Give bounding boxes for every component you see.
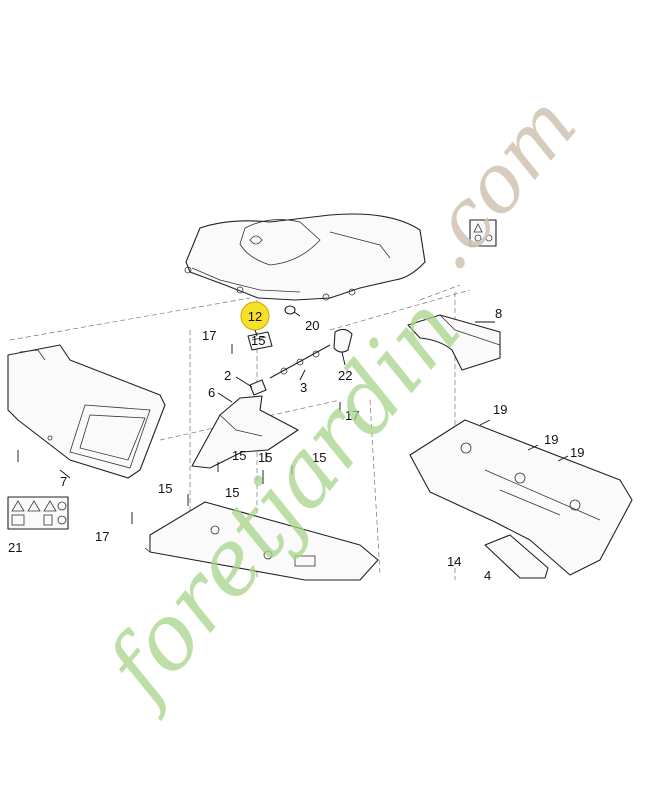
label-19c: 19 xyxy=(570,445,584,460)
label-15b: 15 xyxy=(232,448,246,463)
label-22: 22 xyxy=(338,368,352,383)
label-8: 8 xyxy=(495,306,502,321)
label-12: 12 xyxy=(248,309,262,324)
small-parts xyxy=(284,305,353,353)
label-21: 21 xyxy=(8,540,22,555)
label-15a: 15 xyxy=(251,333,265,348)
label-15c: 15 xyxy=(258,450,272,465)
screws xyxy=(131,344,569,524)
label-17b: 17 xyxy=(345,408,359,423)
chassis-right xyxy=(409,419,633,580)
dash-cover xyxy=(407,314,501,371)
chassis-left xyxy=(144,501,379,581)
label-15f: 15 xyxy=(225,485,239,500)
label-17c: 17 xyxy=(95,529,109,544)
label-19a: 19 xyxy=(493,402,507,417)
label-19b: 19 xyxy=(544,432,558,447)
label-15e: 15 xyxy=(158,481,172,496)
label-15d: 15 xyxy=(312,450,326,465)
label-7: 7 xyxy=(60,474,67,489)
part-labels: 12 2 3 4 6 7 8 14 15 15 15 15 15 15 17 1… xyxy=(8,306,584,583)
front-panel xyxy=(7,344,166,479)
label-17a: 17 xyxy=(202,328,216,343)
label-20: 20 xyxy=(305,318,319,333)
latch-parts xyxy=(249,344,331,396)
label-4: 4 xyxy=(484,568,491,583)
label-6: 6 xyxy=(208,385,215,400)
label-2: 2 xyxy=(224,368,231,383)
small-decal xyxy=(469,219,497,247)
hinge-twelve xyxy=(247,331,273,351)
leader-lines xyxy=(59,311,495,479)
watermark-brand: foretjardin xyxy=(83,277,482,724)
safety-decal xyxy=(7,496,69,530)
label-3: 3 xyxy=(300,380,307,395)
bracket-six xyxy=(191,395,299,469)
watermark-domain: .com xyxy=(398,79,594,288)
hood-assembly xyxy=(184,213,426,301)
label-14: 14 xyxy=(447,554,461,569)
